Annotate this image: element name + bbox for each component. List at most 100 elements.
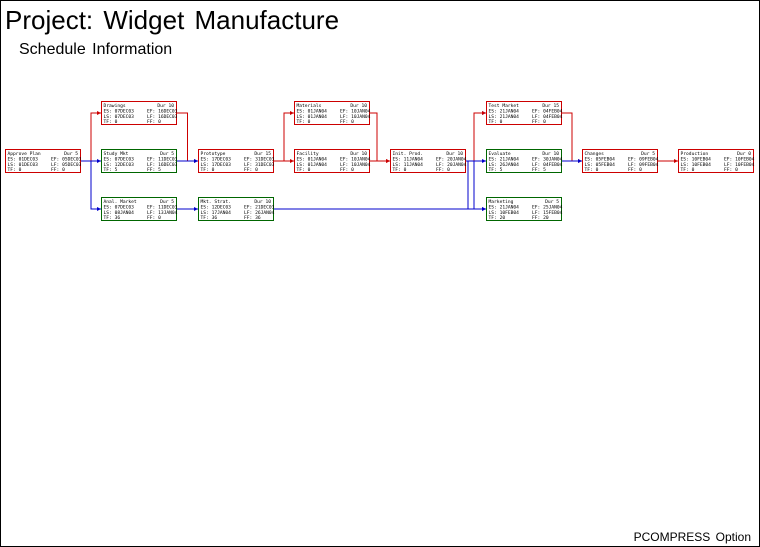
node-name: Study Mkt: [104, 151, 129, 157]
page-subtitle: Schedule Information: [19, 41, 173, 58]
node-ls: LS: 17JAN04: [201, 210, 232, 216]
node-ls: LS: 05FEB04: [585, 162, 616, 168]
node-dur: Dur 5: [160, 199, 174, 205]
node-name: Test Market: [489, 103, 520, 109]
node-dur: Dur 0: [737, 151, 751, 157]
node-es: ES: 01JAN04: [297, 109, 328, 115]
node-lf: LF: 04FEB04: [532, 114, 563, 120]
node-ef: EF: 16DEC03: [147, 109, 178, 115]
node-init[interactable]: Init. Prod. Dur 10 ES: 11JAN04 EF: 20JAN04L…: [390, 149, 467, 174]
node-ff: FF: 0: [532, 119, 546, 125]
arrowhead-changes-to-production: [674, 159, 678, 163]
node-box: [101, 149, 177, 173]
node-tf: TF: 36: [104, 215, 121, 221]
node-lf: LF: 31DEC03: [244, 162, 275, 168]
node-name: Mkt. Strat.: [201, 199, 231, 205]
node-lf: LF: 10JAN04: [340, 162, 371, 168]
node-tf: TF: 0: [393, 167, 407, 173]
node-ls: LS: 01JAN04: [297, 114, 328, 120]
node-name: Init. Prod.: [393, 151, 423, 157]
node-ef: EF: 05DEC03: [51, 157, 82, 163]
node-ls: LS: 10FEB04: [489, 210, 520, 216]
node-lf: LF: 13JAN04: [147, 210, 178, 216]
node-name: Materials: [297, 103, 322, 109]
node-es: ES: 07DEC03: [104, 205, 135, 211]
node-tf: TF: 0: [201, 167, 215, 173]
node-lf: LF: 16DEC03: [147, 114, 178, 120]
link-approve-to-drawings: [81, 112, 101, 162]
node-ef: EF: 10JAN04: [340, 109, 371, 115]
node-tf: TF: 5: [489, 167, 503, 173]
arrowhead-approve-to-study: [97, 159, 101, 163]
node-tf: TF: 36: [201, 215, 218, 221]
node-ls: LS: 21JAN04: [489, 114, 520, 120]
link-approve-to-anal: [81, 160, 101, 210]
node-es: ES: 17DEC03: [201, 157, 232, 163]
node-lf: LF: 04FEB04: [532, 162, 563, 168]
node-ef: EF: 10JAN04: [340, 157, 371, 163]
node-ff: FF: 0: [724, 167, 738, 173]
arrowhead-anal-to-mktstrat: [194, 207, 198, 211]
arrowhead-prototype-to-materials: [290, 111, 294, 115]
node-ff: FF: 20: [532, 215, 549, 221]
node-ef: EF: 20JAN04: [436, 157, 467, 163]
node-ef: EF: 09FEB04: [628, 157, 659, 163]
node-name: Anal. Market: [104, 199, 137, 205]
node-box: [294, 101, 370, 125]
node-lf: LF: 09FEB04: [628, 162, 659, 168]
node-tf: TF: 5: [104, 167, 118, 173]
node-dur: Dur 5: [160, 151, 174, 157]
node-es: ES: 12DEC03: [201, 205, 232, 211]
node-box: [390, 149, 466, 173]
node-box: [486, 149, 562, 173]
node-box: [582, 149, 658, 173]
node-ef: EF: 11DEC03: [147, 205, 178, 211]
node-box: [486, 101, 562, 125]
node-ls: LS: 08JAN04: [104, 210, 135, 216]
node-dur: Dur 10: [157, 103, 174, 109]
link-init-to-testmkt: [466, 112, 486, 162]
node-lf: LF: 10JAN04: [340, 114, 371, 120]
arrowhead-approve-to-anal: [97, 207, 101, 211]
node-dur: Dur 10: [542, 151, 559, 157]
link-drawings-to-prototype: [177, 112, 198, 162]
node-ff: FF: 36: [244, 215, 261, 221]
node-ff: FF: 0: [436, 167, 450, 173]
node-dur: Dur 10: [446, 151, 463, 157]
link-testmkt-to-changes: [562, 112, 582, 162]
node-name: Marketing: [489, 199, 514, 205]
node-ls: LS: 01DEC03: [8, 162, 39, 168]
node-ff: FF: 0: [628, 167, 642, 173]
node-ff: FF: 0: [51, 167, 65, 173]
node-tf: TF: 0: [585, 167, 599, 173]
node-ls: LS: 07DEC03: [104, 114, 135, 120]
node-es: ES: 11JAN04: [393, 157, 424, 163]
node-ff: FF: 5: [532, 167, 546, 173]
node-ls: LS: 11JAN04: [393, 162, 424, 168]
arrowhead-init-to-marketing: [482, 207, 486, 211]
node-ff: FF: 0: [147, 215, 161, 221]
node-tf: TF: 0: [297, 119, 311, 125]
node-tf: TF: 0: [489, 119, 503, 125]
node-name: Changes: [585, 151, 605, 157]
node-ef: EF: 31DEC03: [244, 157, 275, 163]
node-tf: TF: 0: [297, 167, 311, 173]
node-ff: FF: 0: [340, 167, 354, 173]
node-lf: LF: 10FEB04: [724, 162, 755, 168]
node-dur: Dur 10: [350, 151, 367, 157]
node-dur: Dur 15: [254, 151, 271, 157]
